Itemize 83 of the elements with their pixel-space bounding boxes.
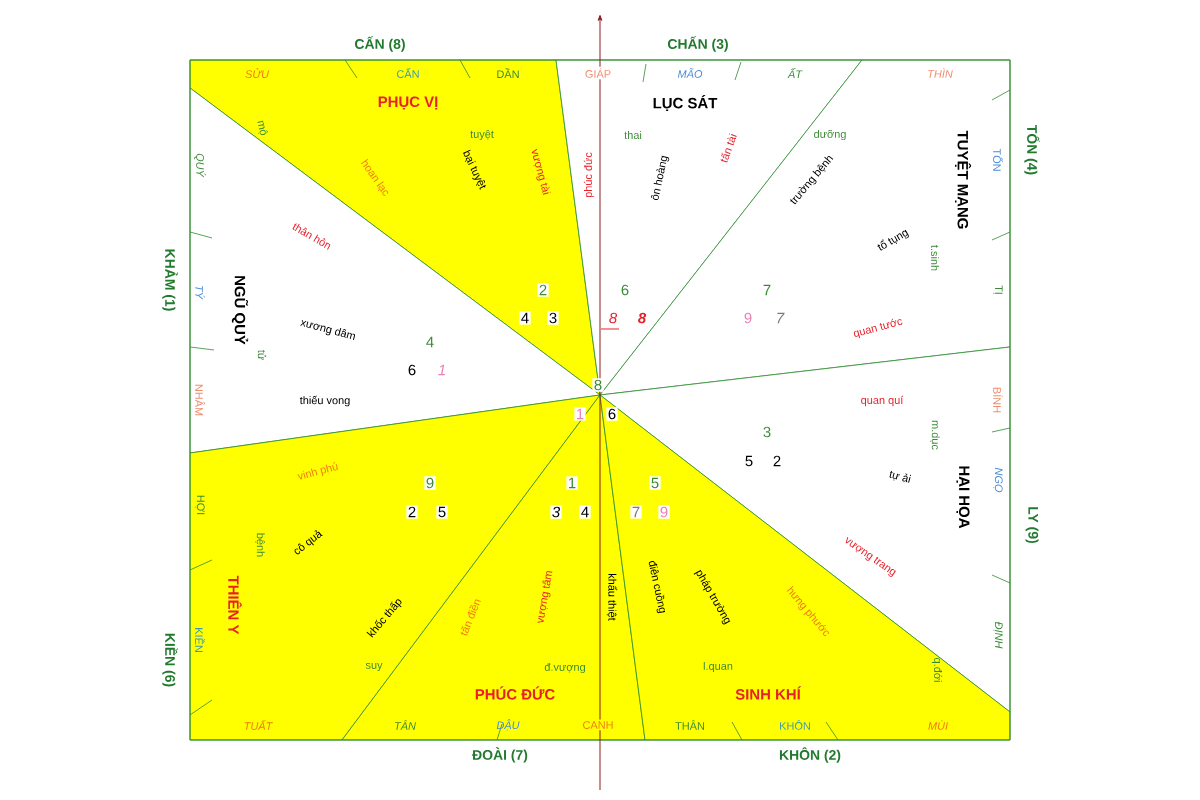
mountain-label: SỬU — [245, 67, 269, 79]
mountain-label: TỐN — [993, 148, 1003, 171]
star-number: 1 — [574, 407, 586, 421]
star-number: 6 — [606, 407, 618, 421]
trigram-label: KHẢM (1) — [162, 249, 178, 311]
mountain-label: CANH — [581, 719, 615, 731]
star-number: 3 — [550, 505, 562, 519]
star-label: thân hôn — [292, 223, 331, 250]
trigram-label: ĐOÀI (7) — [472, 747, 528, 763]
star-label: dưỡng — [814, 129, 846, 141]
star-label: phúc đức — [583, 152, 595, 198]
star-number: 4 — [519, 311, 531, 325]
star-label: xương dâm — [300, 319, 355, 340]
mountain-label: THÌN — [928, 68, 953, 78]
star-number: 9 — [424, 476, 436, 490]
star-label: q.đới — [931, 658, 943, 682]
star-number: 6 — [621, 284, 629, 296]
star-number: 1 — [438, 364, 445, 376]
star-label: vinh phú — [297, 462, 339, 480]
trigram-label: KHÔN (2) — [779, 747, 841, 763]
star-label: m.dục — [930, 420, 940, 450]
trigram-label: LY (9) — [1025, 507, 1039, 544]
star-label: mộ — [257, 120, 268, 136]
star-number: 8 — [592, 378, 604, 392]
star-label: t.sinh — [931, 245, 939, 271]
star-number: 8 — [638, 312, 647, 324]
mountain-label: DẬU — [496, 719, 520, 731]
star-label: khẩu thiệt — [606, 573, 618, 621]
star-number: 7 — [763, 284, 771, 296]
mountain-label: KHÔN — [780, 720, 810, 730]
mountain-label: HỢI — [195, 495, 205, 515]
star-number: 5 — [649, 476, 661, 490]
mountain-label: NGỌ — [993, 467, 1003, 493]
star-number: 4 — [426, 336, 434, 348]
trigram-label: CHẤN (3) — [668, 36, 728, 52]
star-number: 9 — [744, 312, 752, 324]
star-number: 4 — [579, 505, 591, 519]
star-number: 3 — [547, 311, 559, 325]
star-label: bệnh — [255, 533, 265, 557]
mountain-label: TÂN — [395, 720, 416, 730]
mountain-label: TỊ — [993, 285, 1003, 294]
star-label: l.quan — [703, 661, 733, 673]
star-label: vượng tâm — [537, 571, 553, 623]
star-label: tử — [257, 350, 267, 360]
mountain-label: MÃO — [677, 68, 703, 78]
mountain-label: TUẤT — [244, 720, 273, 730]
star-number: 3 — [763, 426, 771, 438]
star-label: ôn hoàng — [650, 155, 670, 201]
star-number: 9 — [658, 505, 670, 519]
star-label: tổ tụng — [877, 229, 909, 251]
mountain-label: ĐỊNH — [993, 621, 1003, 649]
star-number: 7 — [630, 505, 642, 519]
star-number: 5 — [436, 505, 448, 519]
star-number: 6 — [408, 364, 416, 376]
mountain-label: TÝ — [195, 286, 205, 300]
mountain-label: QUÝ — [194, 153, 206, 178]
star-label: tự ải — [889, 470, 912, 483]
star-label: điên cuồng — [648, 561, 666, 614]
star-number: 2 — [773, 455, 781, 467]
star-label: quan quí — [861, 395, 904, 407]
trigram-label: TỐN (4) — [1024, 124, 1040, 175]
star-number: 7 — [777, 312, 785, 324]
mountain-label: DẦN — [497, 68, 519, 78]
star-label: tấn điền — [460, 599, 481, 636]
trigram-label: CẤN (8) — [355, 36, 405, 52]
star-label: tấn tài — [720, 133, 737, 163]
mountain-label: MÙI — [928, 720, 948, 730]
star-label: thai — [624, 131, 642, 139]
star-number: 2 — [406, 505, 418, 519]
star-number: 1 — [566, 476, 578, 490]
mountain-label: ẤT — [787, 68, 803, 78]
star-label: suy — [365, 662, 383, 672]
star-number: 2 — [537, 283, 549, 297]
star-number: 8 — [600, 312, 620, 330]
star-label: cô quả — [294, 530, 323, 555]
star-label: vượng tài — [531, 148, 551, 195]
mountain-label: THÂN — [675, 720, 704, 730]
mountain-label: KIỀN — [195, 628, 205, 652]
star-label: tuyệt — [470, 129, 494, 141]
star-label: bại tuyệt — [462, 149, 487, 190]
mountain-label: CẤN — [397, 68, 419, 78]
star-number: 5 — [745, 455, 753, 467]
star-label: đ.vượng — [544, 662, 585, 674]
